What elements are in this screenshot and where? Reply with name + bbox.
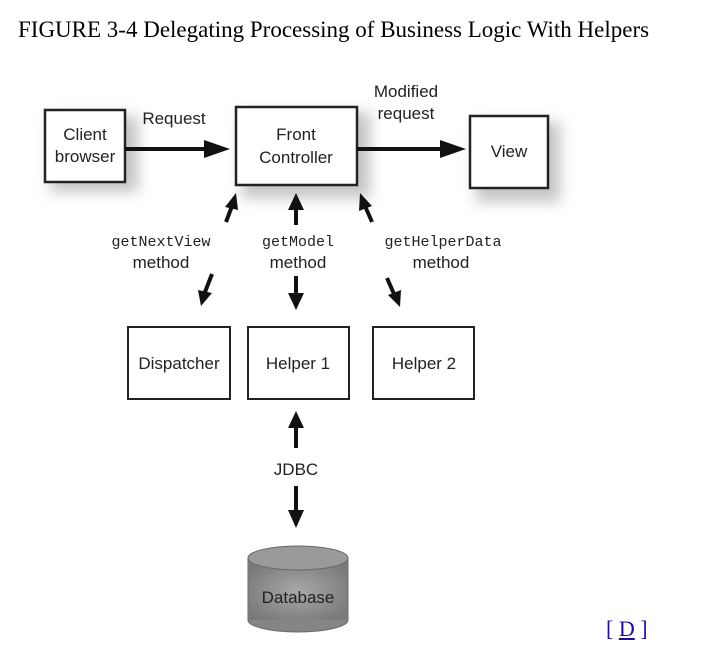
client-label-line2: browser <box>55 147 116 166</box>
client-label-line1: Client <box>63 125 107 144</box>
jdbc-arrow-down <box>288 486 304 528</box>
client-browser-node: Client browser <box>43 108 127 184</box>
view-node: View <box>468 114 550 190</box>
get-helper-data-sublabel: method <box>413 253 470 272</box>
request-arrow <box>125 140 230 158</box>
dispatcher-node: Dispatcher <box>127 326 231 400</box>
get-helper-data-arrow-up <box>359 193 374 223</box>
database-node: Database <box>247 545 349 633</box>
get-next-view-label: getNextView <box>111 234 210 251</box>
modified-request-label-line1: Modified <box>374 82 438 101</box>
d-link-label[interactable]: D <box>618 616 635 641</box>
helper1-node: Helper 1 <box>247 326 350 400</box>
helper2-node: Helper 2 <box>372 326 475 400</box>
jdbc-label: JDBC <box>274 460 318 479</box>
get-helper-data-arrow-down <box>385 277 401 307</box>
get-next-view-arrow-up <box>224 193 238 223</box>
modified-request-label-line2: request <box>378 104 435 123</box>
helper2-label: Helper 2 <box>392 354 456 373</box>
d-link-open-bracket: [ <box>606 616 619 641</box>
d-link-close-bracket: ] <box>634 616 648 641</box>
front-controller-node: Front Controller <box>234 105 359 187</box>
get-next-view-sublabel: method <box>133 253 190 272</box>
dispatcher-label: Dispatcher <box>138 354 220 373</box>
get-next-view-arrow-down <box>198 273 214 306</box>
get-model-arrow-up <box>288 193 304 225</box>
figure-caption: FIGURE 3-4 Delegating Processing of Busi… <box>18 17 650 42</box>
jdbc-arrow-up <box>288 411 304 448</box>
database-label: Database <box>262 588 335 607</box>
front-controller-label-line1: Front <box>276 125 316 144</box>
get-model-arrow-down <box>288 276 304 310</box>
modified-request-arrow <box>357 140 466 158</box>
get-helper-data-label: getHelperData <box>384 234 501 251</box>
helper1-label: Helper 1 <box>266 354 330 373</box>
front-controller-label-line2: Controller <box>259 148 333 167</box>
request-label: Request <box>142 109 206 128</box>
get-model-label: getModel <box>262 234 334 251</box>
get-model-sublabel: method <box>270 253 327 272</box>
view-label: View <box>491 142 528 161</box>
d-link[interactable]: [ D ] <box>606 616 648 642</box>
